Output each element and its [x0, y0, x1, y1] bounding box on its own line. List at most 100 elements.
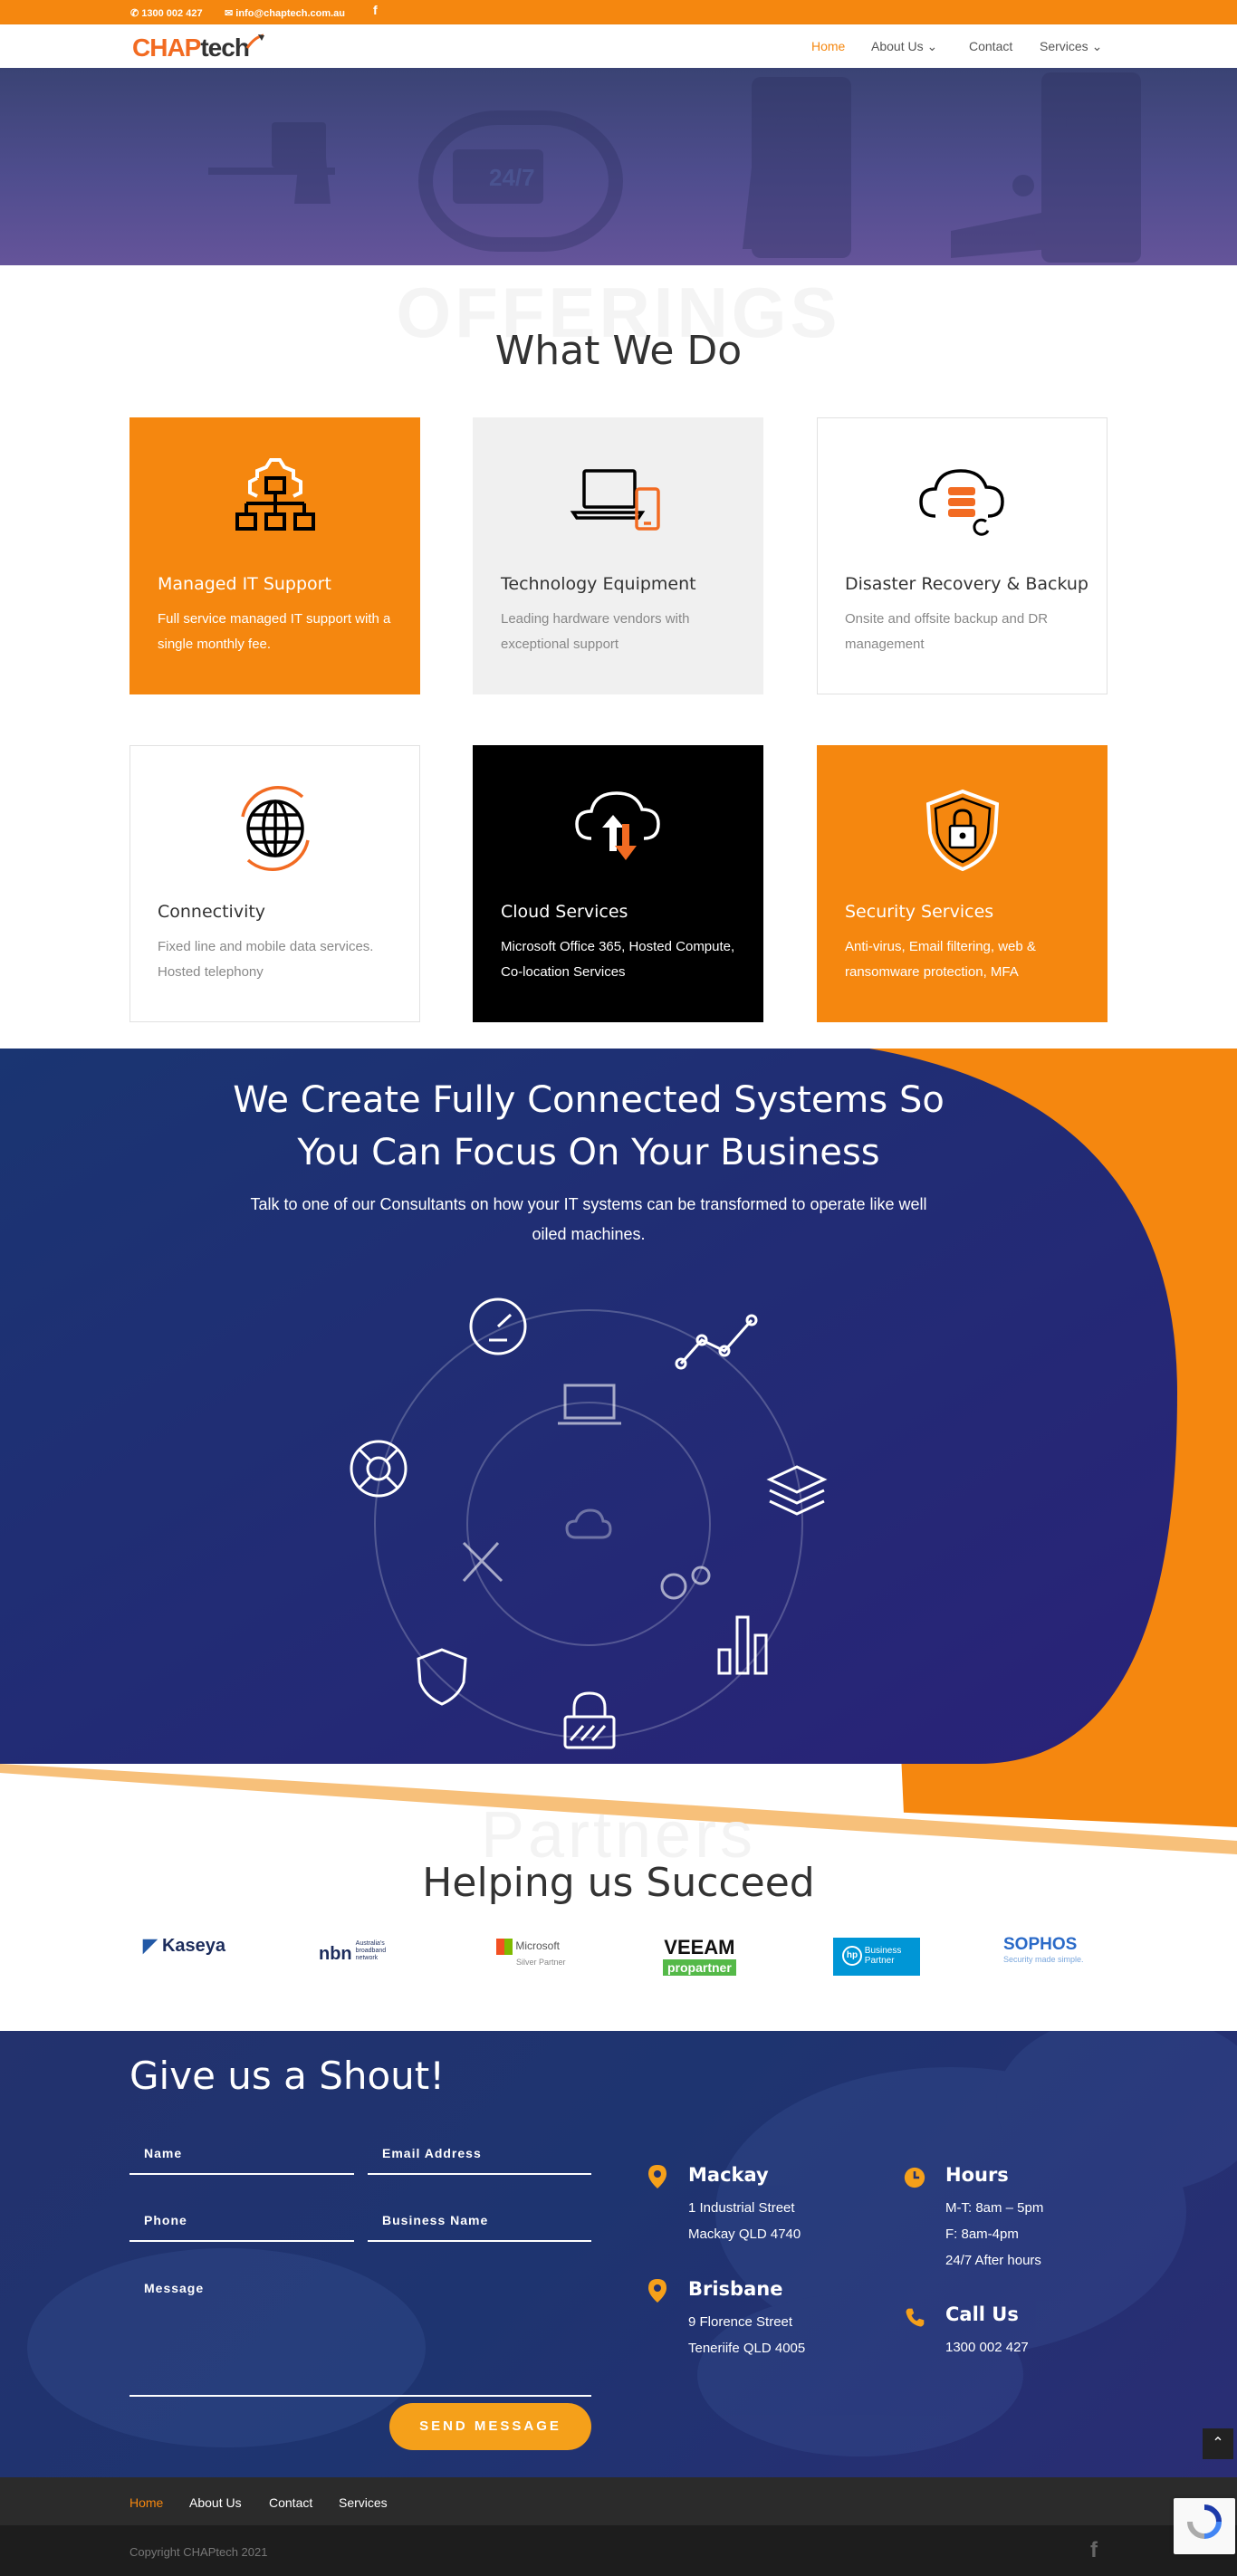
cta-title: We Create Fully Connected Systems So You … — [0, 1074, 1177, 1179]
card-cloud-services[interactable]: Cloud Services Microsoft Office 365, Hos… — [473, 745, 763, 1022]
line-graph-icon — [675, 1314, 758, 1370]
scroll-to-top-button[interactable]: ⌃ — [1203, 2428, 1233, 2459]
card-title: Connectivity — [158, 902, 266, 922]
cta-title-line2: You Can Focus On Your Business — [297, 1132, 880, 1173]
location-title: Brisbane — [688, 2278, 783, 2300]
hours-line: 24/7 After hours — [945, 2253, 1041, 2268]
recaptcha-badge[interactable] — [1174, 2498, 1235, 2554]
footer-nav-contact[interactable]: Contact — [269, 2495, 313, 2510]
card-description: Fixed line and mobile data services. Hos… — [158, 939, 374, 980]
call-us: Call Us 1300 002 427 — [945, 2303, 1029, 2361]
facebook-icon[interactable]: f — [1090, 2538, 1098, 2562]
card-security-services[interactable]: Security Services Anti-virus, Email filt… — [817, 745, 1108, 1022]
clock-icon — [904, 2167, 925, 2188]
cta-section — [0, 1049, 1237, 1854]
footer-nav-about-us[interactable]: About Us — [189, 2495, 242, 2510]
location-mackay: Mackay 1 Industrial Street Mackay QLD 47… — [688, 2164, 801, 2247]
partners-bg-word: Partners — [480, 1799, 757, 1872]
phone-number: 1300 002 427 — [141, 8, 203, 19]
partner-logo-hp[interactable]: hp Business Partner — [833, 1938, 920, 1976]
message-field[interactable]: Message — [129, 2270, 591, 2397]
partner-tagline: propartner — [663, 1959, 736, 1976]
partner-tagline: Security made simple. — [1003, 1955, 1084, 1964]
partner-logo-kaseya[interactable]: ◤ Kaseya — [143, 1934, 225, 1957]
footer-nav-home[interactable]: Home — [129, 2495, 164, 2510]
address-line: 1 Industrial Street — [688, 2200, 795, 2216]
cta-background — [0, 1049, 1237, 1854]
speedometer-icon — [469, 1298, 527, 1355]
section-title-what-we-do: What We Do — [494, 328, 743, 374]
location-title: Mackay — [688, 2164, 769, 2186]
call-phone-number[interactable]: 1300 002 427 — [945, 2340, 1029, 2355]
card-description: Leading hardware vendors with exceptiona… — [501, 611, 690, 652]
tools-icon — [462, 1541, 503, 1583]
nav-home[interactable]: Home — [811, 39, 846, 53]
nav-about-us-label: About Us — [871, 39, 924, 53]
logo-chap: CHAP — [132, 34, 201, 62]
send-message-button[interactable]: SEND MESSAGE — [389, 2403, 591, 2450]
cta-subtitle: Talk to one of our Consultants on how yo… — [250, 1195, 927, 1243]
card-managed-it-support[interactable]: Managed IT Support Full service managed … — [129, 417, 420, 694]
card-title: Managed IT Support — [158, 574, 331, 594]
hours-line: M-T: 8am – 5pm — [945, 2200, 1044, 2216]
location-brisbane: Brisbane 9 Florence Street Teneriife QLD… — [688, 2278, 805, 2361]
card-connectivity[interactable]: Connectivity Fixed line and mobile data … — [129, 745, 420, 1022]
card-technology-equipment[interactable]: Technology Equipment Leading hardware ve… — [473, 417, 763, 694]
chevron-down-icon: ⌄ — [1091, 39, 1103, 53]
offerings-bg-word: OFFERINGS — [396, 273, 841, 352]
call-title: Call Us — [945, 2303, 1019, 2325]
partner-tagline: Australia's broadband network — [355, 1940, 387, 1961]
cloud-database-icon — [919, 469, 1004, 536]
address-line: Mackay QLD 4740 — [688, 2226, 801, 2242]
chevron-down-icon: ⌄ — [926, 39, 938, 53]
facebook-icon[interactable]: f — [373, 3, 378, 17]
microsoft-windows-icon — [496, 1939, 513, 1955]
nav-about-us[interactable]: About Us ⌄ — [871, 39, 937, 54]
laptop-icon — [558, 1384, 621, 1425]
card-title: Cloud Services — [501, 902, 628, 922]
lock-icon — [563, 1691, 616, 1749]
shield-lock-icon — [925, 789, 1000, 872]
card-title: Technology Equipment — [501, 574, 696, 594]
copyright-text: Copyright CHAPtech 2021 — [129, 2545, 268, 2559]
partner-logo-nbn[interactable]: nbnAustralia's broadband network — [319, 1940, 396, 1965]
phone-link[interactable]: ✆ 1300 002 427 — [130, 8, 203, 19]
bar-chart-icon — [717, 1615, 768, 1675]
logo-tech: tech — [200, 34, 250, 62]
business-name-field[interactable]: Business Name — [368, 2202, 591, 2242]
chevron-up-icon: ⌃ — [1212, 2436, 1224, 2451]
nav-contact[interactable]: Contact — [969, 39, 1013, 53]
partner-name: SOPHOS — [1003, 1935, 1078, 1954]
cta-title-line1: We Create Fully Connected Systems So — [233, 1079, 945, 1121]
footer-nav-services[interactable]: Services — [339, 2495, 388, 2510]
business-hours: Hours M-T: 8am – 5pm F: 8am-4pm 24/7 Aft… — [945, 2164, 1043, 2274]
globe-icon — [241, 785, 310, 872]
cloud-icon — [565, 1508, 612, 1539]
email-link[interactable]: ✉ info@chaptech.com.au — [225, 8, 346, 19]
laptop-phone-icon — [570, 469, 660, 531]
partner-name: nbn — [319, 1944, 352, 1964]
hero-illustration: 24/7 — [208, 72, 1141, 263]
hours-line: F: 8am-4pm — [945, 2226, 1019, 2242]
card-title: Security Services — [845, 902, 994, 922]
phone-field[interactable]: Phone — [129, 2202, 354, 2242]
partner-name: Microsoft — [515, 1939, 561, 1953]
name-field[interactable]: Name — [129, 2135, 354, 2175]
email-field[interactable]: Email Address — [368, 2135, 591, 2175]
nav-services[interactable]: Services ⌄ — [1040, 39, 1102, 54]
site-logo[interactable]: CHAPtech — [132, 34, 264, 62]
contact-title: Give us a Shout! — [129, 2054, 446, 2098]
recaptcha-icon — [1187, 2504, 1222, 2539]
contact-section — [0, 2031, 1237, 2477]
card-description: Anti-virus, Email filtering, web & ranso… — [845, 939, 1036, 980]
card-title: Disaster Recovery & Backup — [845, 574, 1088, 594]
layers-icon — [766, 1465, 828, 1516]
address-line: 9 Florence Street — [688, 2314, 793, 2330]
nav-services-label: Services — [1040, 39, 1088, 53]
card-disaster-recovery-backup[interactable]: Disaster Recovery & Backup Onsite and of… — [817, 417, 1108, 694]
card-description: Full service managed IT support with a s… — [158, 611, 391, 652]
kaseya-mark-icon: ◤ — [143, 1936, 158, 1956]
